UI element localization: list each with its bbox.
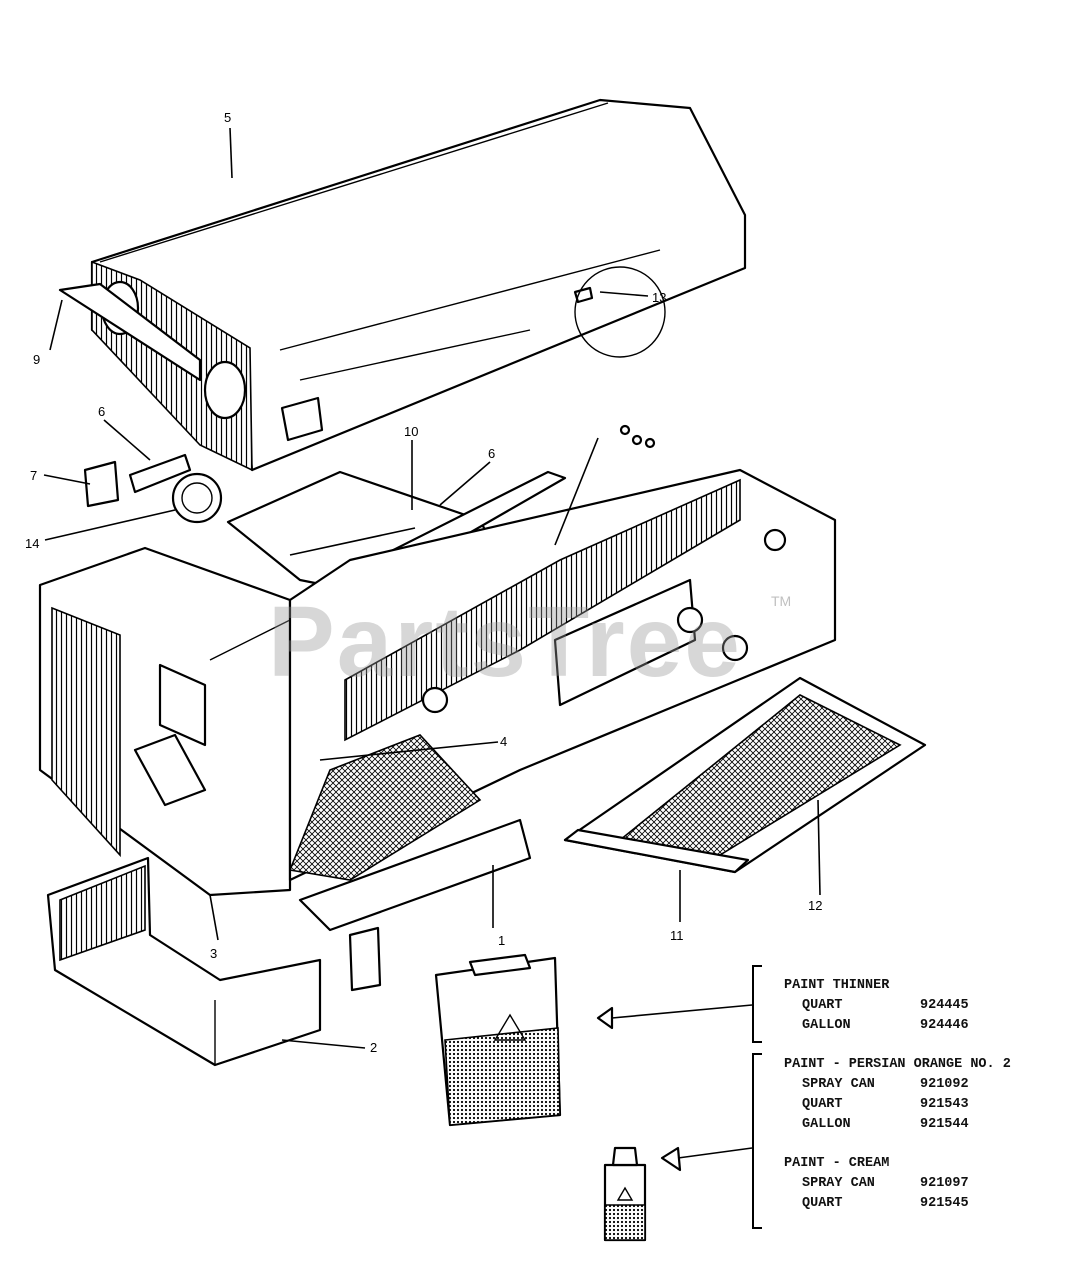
leader-lines: [43, 127, 821, 1049]
callout-10: 10: [404, 424, 418, 439]
callout-14: 14: [25, 536, 39, 551]
item-name: QUART: [802, 998, 843, 1013]
hood-part: [58, 98, 747, 472]
item-name: QUART: [802, 1196, 843, 1211]
callout-11: 11: [670, 928, 684, 943]
item-number: 921545: [920, 1196, 969, 1211]
item-number: 924446: [920, 1018, 969, 1033]
footrest-part: [563, 676, 927, 874]
front-tray-part: [46, 856, 322, 1067]
item-number: 921543: [920, 1097, 969, 1112]
item-name: SPRAY CAN: [802, 1176, 875, 1191]
callout-6a: 6: [98, 404, 105, 419]
item-number: 921097: [920, 1176, 969, 1191]
bracket-parts: [83, 453, 223, 524]
item-number: 924445: [920, 998, 969, 1013]
paint-thinner-item: QUART 924445: [784, 996, 969, 1016]
paint-orange-title: PAINT - PERSIAN ORANGE NO. 2: [784, 1057, 1011, 1072]
callout-labels: 5 9 6 7 14 10 6 13 4 3 1 11 12 2: [25, 110, 822, 1055]
partstree-watermark: PartsTree: [268, 586, 742, 698]
paint-orange-box: PAINT - PERSIAN ORANGE NO. 2 SPRAY CAN 92…: [784, 1055, 1011, 1135]
callout-4: 4: [500, 734, 507, 749]
trademark-mark: TM: [771, 593, 792, 609]
item-name: GALLON: [802, 1018, 851, 1033]
callout-1: 1: [498, 933, 505, 948]
spray-can-part: [603, 1146, 647, 1242]
pointer-arrows: [596, 1004, 753, 1172]
paint-thinner-bracket: [752, 965, 762, 1043]
paint-cream-item: QUART 921545: [784, 1194, 969, 1214]
item-number: 921092: [920, 1077, 969, 1092]
paint-cream-title: PAINT - CREAM: [784, 1156, 890, 1171]
grille-housing-part: [38, 546, 292, 897]
item-name: GALLON: [802, 1117, 851, 1132]
paint-orange-item: QUART 921543: [784, 1095, 1011, 1115]
paint-thinner-box: PAINT THINNER QUART 924445 GALLON 924446: [784, 976, 969, 1036]
paint-orange-item: SPRAY CAN 921092: [784, 1075, 1011, 1095]
item-name: SPRAY CAN: [802, 1077, 875, 1092]
item-name: QUART: [802, 1097, 843, 1112]
paint-cream-box: PAINT - CREAM SPRAY CAN 921097 QUART 92154…: [784, 1154, 969, 1214]
callout-7: 7: [30, 468, 37, 483]
callout-2: 2: [370, 1040, 377, 1055]
callout-5: 5: [224, 110, 231, 125]
paint-can-part: [434, 953, 562, 1127]
callout-12: 12: [808, 898, 822, 913]
paint-orange-item: GALLON 921544: [784, 1115, 1011, 1135]
frame-panel-part: [288, 468, 837, 992]
callout-9: 9: [33, 352, 40, 367]
paint-colors-bracket: [752, 1053, 762, 1229]
paint-thinner-title: PAINT THINNER: [784, 978, 890, 993]
callout-3: 3: [210, 946, 217, 961]
item-number: 921544: [920, 1117, 969, 1132]
callout-13: 13: [652, 290, 666, 305]
callout-6b: 6: [488, 446, 495, 461]
paint-cream-item: SPRAY CAN 921097: [784, 1174, 969, 1194]
paint-thinner-item: GALLON 924446: [784, 1016, 969, 1036]
